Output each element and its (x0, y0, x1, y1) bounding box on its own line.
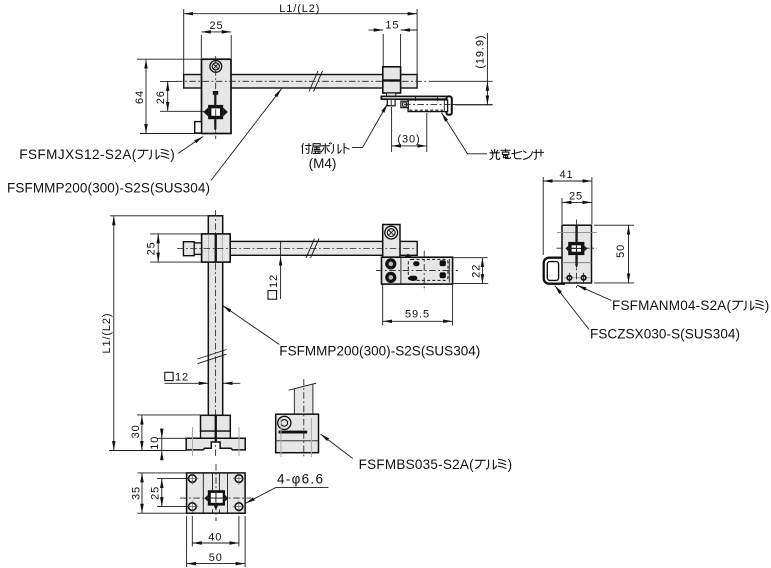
svg-text:FSFMANM04-S2A(: FSFMANM04-S2A( (612, 298, 732, 313)
svg-text:10: 10 (149, 436, 161, 450)
svg-text:FSFMMP200(300)-S2S(SUS304): FSFMMP200(300)-S2S(SUS304) (7, 181, 210, 196)
svg-text:25: 25 (150, 486, 162, 500)
svg-text:22: 22 (470, 264, 482, 278)
svg-text:): ) (765, 298, 770, 313)
svg-text:L1/(L2): L1/(L2) (101, 313, 113, 354)
svg-text:12: 12 (175, 372, 189, 384)
svg-text:50: 50 (209, 552, 223, 564)
svg-text:64: 64 (134, 90, 146, 104)
svg-text:25: 25 (209, 20, 223, 32)
svg-text:40: 40 (208, 532, 222, 544)
svg-text:59.5: 59.5 (405, 308, 430, 320)
svg-text:(30): (30) (397, 133, 420, 145)
svg-text:FSCZSX030-S(SUS304): FSCZSX030-S(SUS304) (590, 327, 740, 342)
svg-text:30: 30 (130, 424, 142, 438)
svg-text:41: 41 (559, 169, 573, 181)
svg-text:25: 25 (569, 190, 583, 202)
svg-text:15: 15 (385, 19, 399, 31)
svg-text:): ) (508, 457, 512, 472)
svg-text:FSFMJXS12-S2A(: FSFMJXS12-S2A( (19, 147, 137, 162)
svg-text:25: 25 (146, 241, 158, 255)
svg-text:12: 12 (268, 274, 280, 288)
svg-text:FSFMBS035-S2A(: FSFMBS035-S2A( (359, 457, 475, 472)
svg-text:4-φ6.6: 4-φ6.6 (277, 472, 323, 487)
svg-text:FSFMMP200(300)-S2S(SUS304): FSFMMP200(300)-S2S(SUS304) (279, 344, 480, 359)
svg-text:): ) (170, 147, 175, 162)
svg-text:L1/(L2): L1/(L2) (279, 3, 320, 15)
svg-text:(19.9): (19.9) (475, 35, 487, 69)
svg-text:35: 35 (131, 486, 143, 500)
svg-text:(M4): (M4) (309, 156, 337, 171)
svg-text:50: 50 (615, 244, 627, 258)
svg-text:26: 26 (155, 90, 167, 104)
